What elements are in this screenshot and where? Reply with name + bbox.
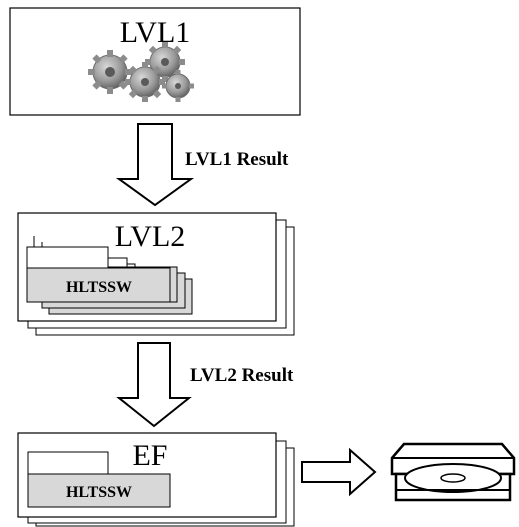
lvl1-result-label: LVL1 Result xyxy=(185,149,289,170)
ef-hltssw-label: HLTSSW xyxy=(66,484,132,501)
lvl2-box: LVL2 HLTSSW xyxy=(17,212,295,336)
disk-drive-icon xyxy=(390,442,516,502)
right-arrow xyxy=(301,447,377,497)
gears-icon xyxy=(88,42,194,102)
lvl1-title: LVL1 xyxy=(120,16,191,49)
lvl2-hltssw-label: HLTSSW xyxy=(66,279,132,296)
folder-icon: HLTSSW xyxy=(27,451,171,508)
lvl2-result-label: LVL2 Result xyxy=(190,365,294,386)
ef-box: EF HLTSSW xyxy=(17,432,295,527)
lvl2-title: LVL2 xyxy=(115,220,186,253)
stacked-folders-icon: HLTSSW xyxy=(26,236,193,315)
lvl1-box: LVL1 xyxy=(9,7,301,116)
ef-title: EF xyxy=(132,439,167,472)
down-arrow-2 xyxy=(116,342,192,428)
down-arrow-1 xyxy=(115,123,195,207)
